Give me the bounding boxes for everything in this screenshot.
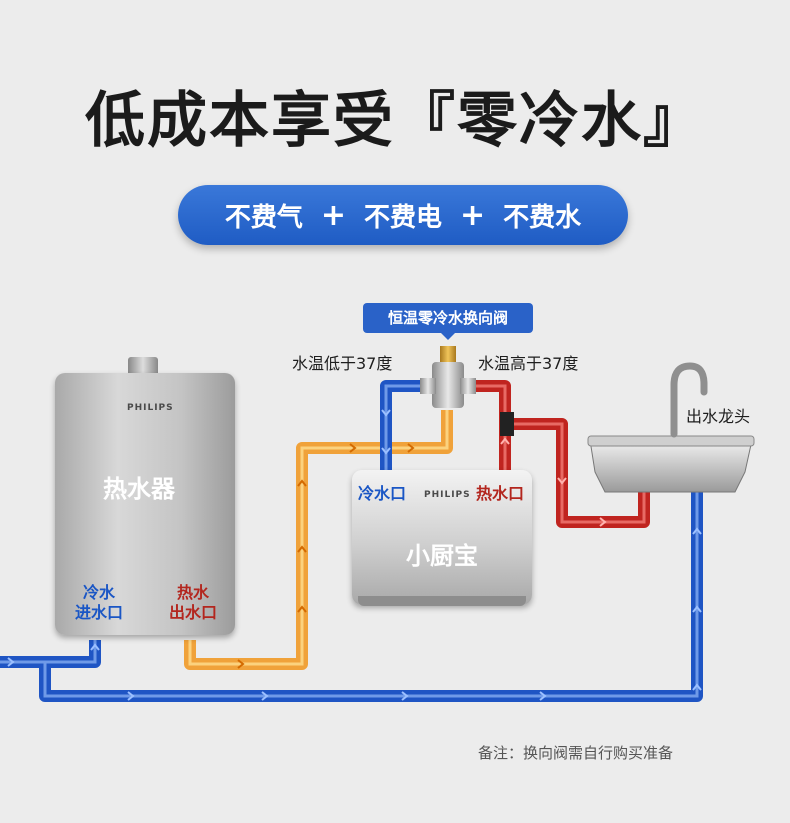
kitchen-cold-port-label: 冷水口: [358, 484, 407, 503]
benefit-gas: 不费气: [224, 202, 303, 233]
kitchen-hot-port-label: 热水口: [476, 484, 525, 503]
diverter-valve-icon: [420, 346, 476, 408]
valve-cold-pipe: [380, 380, 428, 470]
kitchen-brand-logo: PHILIPS: [424, 490, 471, 500]
footnote: 备注：换向阀需自行购买准备: [478, 744, 674, 762]
page-title: 低成本享受『零冷水』: [85, 86, 705, 156]
benefit-water: 不费水: [503, 202, 582, 233]
heater-brand-logo: PHILIPS: [127, 403, 174, 413]
kitchen-heater-base: [358, 596, 526, 606]
heater-flue: [128, 357, 158, 375]
sink-icon: [587, 435, 755, 493]
heater-cold-inlet-label: 冷水 进水口: [74, 583, 123, 622]
kitchen-heater: 冷水口 PHILIPS 热水口 小厨宝: [352, 470, 532, 605]
kitchen-heater-label: 小厨宝: [406, 542, 478, 570]
cold-supply-pipe: [0, 640, 101, 668]
heater-label: 热水器: [103, 475, 175, 503]
faucet-icon: [670, 362, 708, 438]
hot-return-pipe: [466, 380, 511, 470]
plus-separator: +: [320, 197, 346, 233]
temp-low-label: 水温低于37度: [292, 354, 393, 373]
benefit-electricity: 不费电: [363, 202, 442, 233]
plus-separator: +: [460, 197, 486, 233]
valve-label: 恒温零冷水换向阀: [363, 303, 533, 340]
faucet-label: 出水龙头: [686, 407, 751, 426]
benefits-banner: 不费气 + 不费电 + 不费水: [178, 185, 628, 245]
flow-arrows: [7, 409, 702, 701]
temp-high-label: 水温高于37度: [478, 354, 579, 373]
heater-hot-outlet-label: 热水 出水口: [168, 583, 217, 622]
water-heater: PHILIPS 热水器 冷水 进水口 热水 出水口: [55, 373, 235, 635]
